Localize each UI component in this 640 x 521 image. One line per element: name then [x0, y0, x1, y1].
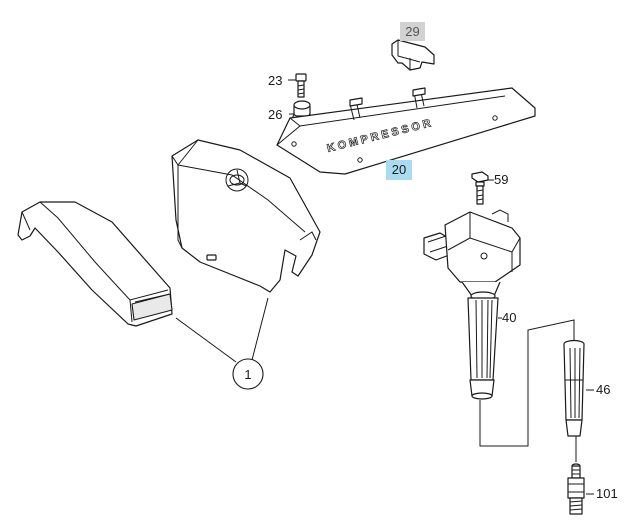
callout-101[interactable]: 101 — [596, 486, 618, 501]
callout-40[interactable]: 40 — [502, 310, 516, 325]
part-29-clip[interactable] — [391, 39, 435, 71]
callout-29-highlight[interactable]: 29 — [400, 22, 425, 41]
callout-1-label: 1 — [244, 367, 251, 382]
callout-26[interactable]: 26 — [268, 107, 282, 122]
part-46-extension-boot[interactable] — [563, 339, 585, 437]
part-101-spark-plug[interactable] — [567, 463, 585, 515]
part-40-ignition-coil[interactable] — [423, 209, 521, 400]
callout-46[interactable]: 46 — [596, 382, 610, 397]
leader-lines — [175, 79, 594, 495]
part-23-bolt[interactable] — [295, 73, 307, 98]
part-1-engine-cover-left[interactable] — [17, 201, 173, 327]
part-1-engine-cover-right[interactable] — [171, 139, 321, 293]
callout-59[interactable]: 59 — [494, 172, 508, 187]
callout-1[interactable]: 1 — [232, 358, 264, 390]
part-59-screw[interactable] — [471, 171, 489, 205]
part-20-cover-plate[interactable]: KOMPRESSOR — [276, 87, 536, 175]
callout-23[interactable]: 23 — [268, 73, 282, 88]
callout-20-highlight[interactable]: 20 — [386, 160, 412, 180]
